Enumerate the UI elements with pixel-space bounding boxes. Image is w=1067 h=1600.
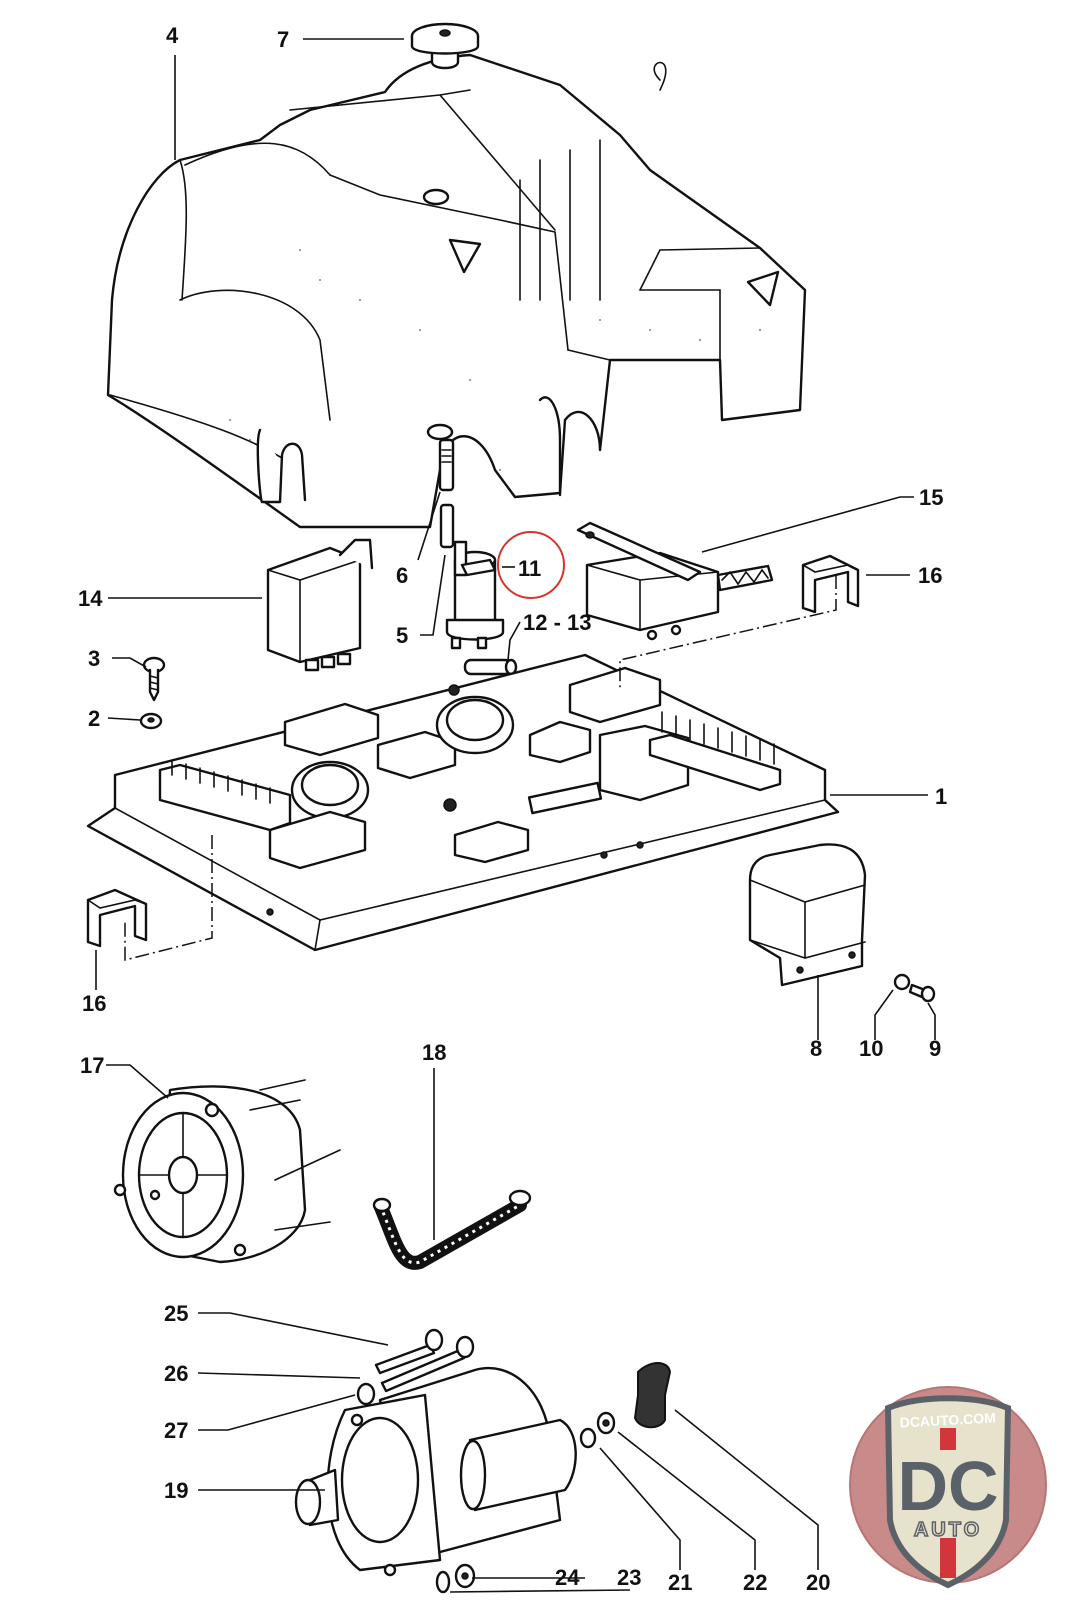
nut-10 xyxy=(893,973,911,991)
callout-9: 9 xyxy=(929,1036,941,1061)
generator-17 xyxy=(113,1079,341,1264)
callout-26: 26 xyxy=(164,1361,188,1386)
callout-22: 22 xyxy=(743,1570,767,1595)
clip-16-lower xyxy=(86,888,148,948)
regulator-8 xyxy=(748,843,867,987)
nut-22 xyxy=(596,1411,616,1435)
callout-12-13: 12 - 13 xyxy=(523,610,592,635)
screw-3 xyxy=(142,656,166,702)
callout-2: 2 xyxy=(88,706,100,731)
callout-11: 11 xyxy=(518,556,541,581)
washer-2 xyxy=(139,712,163,730)
washer-23 xyxy=(435,1570,451,1594)
logo-top-text: DCAUTO.COM xyxy=(899,1410,996,1431)
engine-cover xyxy=(106,53,807,529)
callout-16-lower: 16 xyxy=(82,991,106,1016)
bolt-26 xyxy=(380,1335,475,1393)
boot-20 xyxy=(633,1362,672,1429)
callout-3: 3 xyxy=(88,646,100,671)
knob xyxy=(410,22,480,70)
cover-stipple xyxy=(229,249,761,471)
stud-6 xyxy=(438,438,455,492)
washer-21 xyxy=(579,1427,597,1449)
callout-21: 21 xyxy=(668,1570,692,1595)
callout-8: 8 xyxy=(810,1036,822,1061)
callout-labels: 4 7 15 6 11 16 14 5 12 - 13 3 2 1 16 8 1… xyxy=(78,23,947,1595)
callout-19: 19 xyxy=(164,1478,188,1503)
callout-5: 5 xyxy=(396,623,408,648)
screw-9 xyxy=(908,983,936,1003)
ground-strap-18 xyxy=(372,1189,532,1270)
highlight-circle xyxy=(497,531,565,599)
logo-stripe-bottom xyxy=(940,1538,956,1578)
callout-20: 20 xyxy=(806,1570,830,1595)
logo-stripe-top xyxy=(940,1428,956,1450)
bolt-25 xyxy=(374,1328,444,1375)
callout-4: 4 xyxy=(166,23,179,48)
callout-18: 18 xyxy=(422,1040,446,1065)
mounting-board xyxy=(86,653,840,952)
callout-17: 17 xyxy=(80,1053,104,1078)
starter-motor-19 xyxy=(294,1367,577,1577)
callout-14: 14 xyxy=(78,586,103,611)
callout-1: 1 xyxy=(935,784,947,809)
resistor-15 xyxy=(576,521,774,641)
callout-16-upper: 16 xyxy=(918,563,942,588)
callout-27: 27 xyxy=(164,1418,188,1443)
callout-10: 10 xyxy=(859,1036,883,1061)
washer-27 xyxy=(356,1382,376,1406)
callout-23: 23 xyxy=(617,1565,641,1590)
dcauto-logo: DCAUTO.COM DC AUTO xyxy=(849,1386,1047,1589)
callout-15: 15 xyxy=(919,485,943,510)
clip-16-upper xyxy=(801,554,860,614)
callout-24: 24 xyxy=(555,1565,580,1590)
logo-sub-text: AUTO xyxy=(914,1519,982,1541)
callout-6: 6 xyxy=(396,563,408,588)
nut-24 xyxy=(454,1563,476,1589)
leader-lines xyxy=(95,38,936,1593)
flasher-unit xyxy=(445,540,505,650)
logo-main-text: DC xyxy=(897,1447,998,1525)
relay-14 xyxy=(266,538,374,672)
logo-shield xyxy=(884,1395,1012,1589)
stud-5 xyxy=(439,503,455,549)
fuse xyxy=(463,658,518,676)
callout-25: 25 xyxy=(164,1301,188,1326)
callout-7: 7 xyxy=(277,27,289,52)
